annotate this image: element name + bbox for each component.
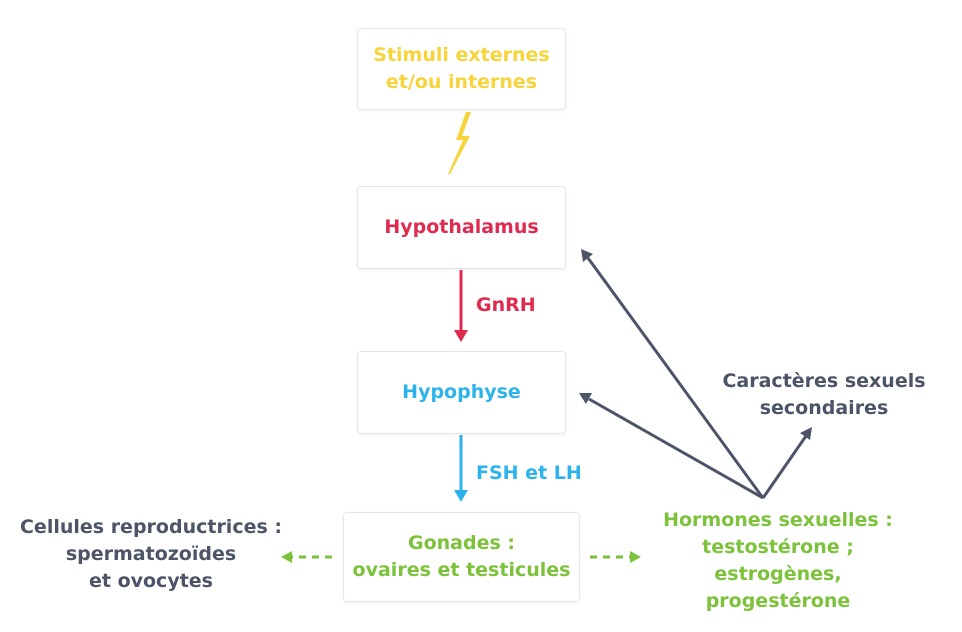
gonades-line2: ovaires et testicules bbox=[352, 559, 571, 581]
stimuli-line1: Stimuli externes bbox=[373, 44, 550, 66]
hypothalamus-box: Hypothalamus bbox=[357, 186, 566, 269]
hypophyse-label: Hypophyse bbox=[402, 381, 521, 403]
caracteres-line2: secondaires bbox=[759, 397, 889, 419]
stimuli-line2: et/ou internes bbox=[385, 71, 538, 93]
hormones-text: Hormones sexuelles : testostérone ; estr… bbox=[646, 507, 910, 615]
hormones-line1: Hormones sexuelles : bbox=[663, 509, 893, 531]
stimuli-box: Stimuli externes et/ou internes bbox=[357, 28, 566, 110]
gonades-line1: Gonades : bbox=[407, 532, 515, 554]
lightning-bolt-icon bbox=[448, 112, 471, 174]
feedback-arrow-hypophyse bbox=[579, 393, 764, 500]
hormones-line4: progestérone bbox=[705, 590, 851, 612]
hypophyse-box: Hypophyse bbox=[357, 351, 566, 434]
caracteres-text: Caractères sexuels secondaires bbox=[706, 368, 942, 422]
hormones-line2: testostérone ; bbox=[702, 536, 854, 558]
cellules-line3: et ovocytes bbox=[88, 570, 213, 592]
dashed-arrow-cellules bbox=[281, 551, 332, 563]
gnrh-arrow bbox=[454, 270, 468, 342]
cellules-text: Cellules reproductrices : spermatozoïdes… bbox=[8, 514, 294, 595]
gnrh-label: GnRH bbox=[476, 294, 536, 316]
fsh-lh-label: FSH et LH bbox=[476, 462, 582, 484]
gonades-box: Gonades : ovaires et testicules bbox=[343, 512, 580, 602]
dashed-arrow-hormones bbox=[590, 551, 641, 563]
cellules-line2: spermatozoïdes bbox=[65, 543, 237, 565]
fsh-lh-arrow bbox=[454, 435, 468, 502]
arrow-caracteres bbox=[761, 427, 812, 499]
caracteres-line1: Caractères sexuels bbox=[722, 370, 926, 392]
hypothalamus-label: Hypothalamus bbox=[384, 216, 539, 238]
feedback-arrow-hypothalamus bbox=[581, 249, 765, 499]
cellules-line1: Cellules reproductrices : bbox=[19, 516, 282, 538]
hormones-line3: estrogènes, bbox=[714, 563, 842, 585]
